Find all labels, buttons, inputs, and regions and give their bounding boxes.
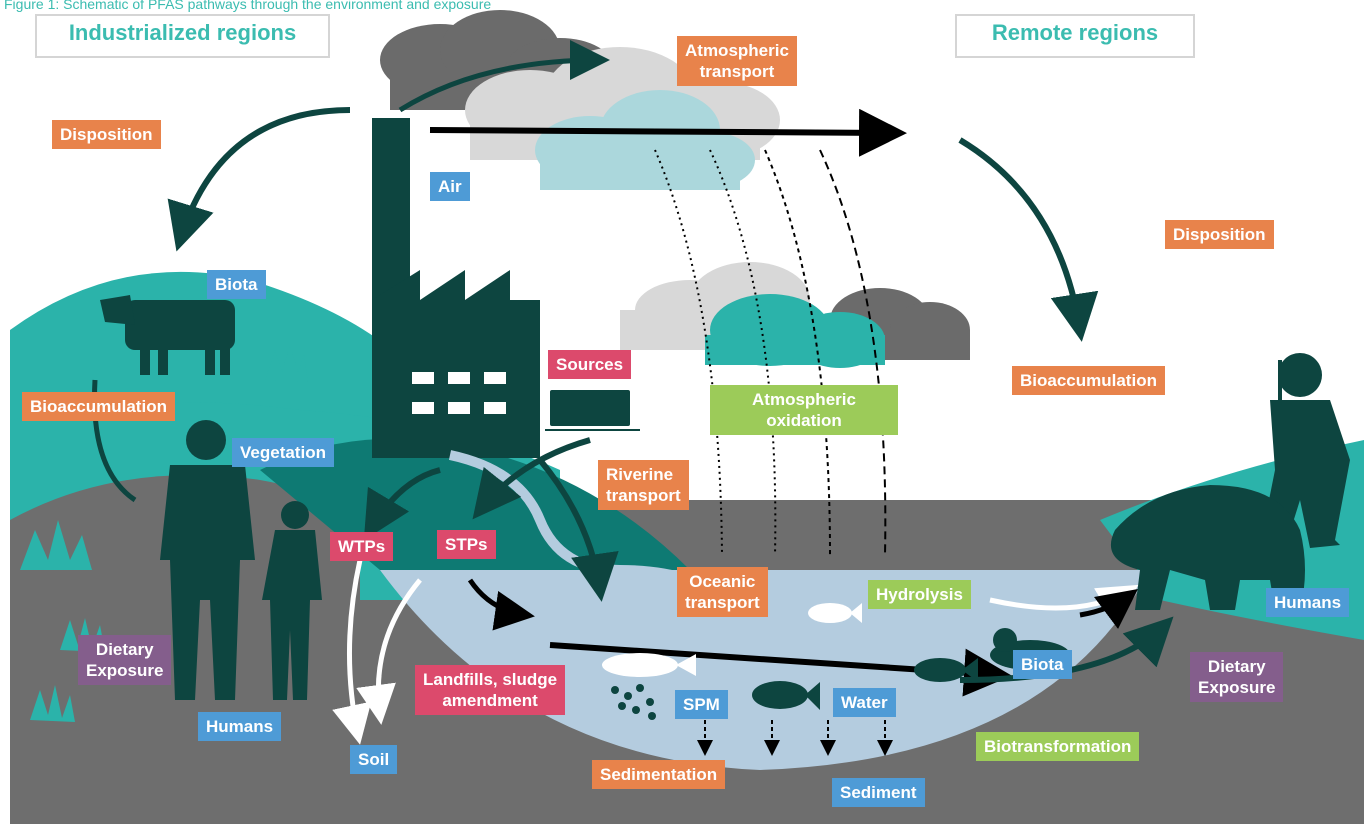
factory-windows [412, 372, 506, 414]
label-biotransformation: Biotransformation [976, 732, 1140, 761]
arrow-factory-to-wtps [363, 467, 441, 541]
fish-white-1 [808, 603, 862, 623]
child-silhouette [262, 501, 322, 700]
arrow-disposition-right [958, 137, 1099, 342]
label-stps: STPs [437, 530, 496, 559]
label-sedimentation: Sedimentation [592, 760, 726, 789]
label-wtps: WTPs [330, 532, 394, 561]
fish-dark-1 [752, 681, 820, 710]
spm-particles [611, 684, 656, 720]
label-disposition-left: Disposition [52, 120, 161, 149]
label-atmospheric-oxidation: Atmospheric oxidation [710, 385, 898, 435]
label-soil: Soil [350, 745, 398, 774]
label-bioaccumulation-left: Bioaccumulation [22, 392, 175, 421]
arrow-stps-to-water [467, 578, 535, 631]
water-body [380, 570, 1150, 770]
figure-caption: Figure 1: Schematic of PFAS pathways thr… [4, 0, 492, 12]
label-bioaccumulation-right: Bioaccumulation [1012, 366, 1165, 395]
arrow-atmospheric-long [429, 108, 907, 157]
label-dietary-exposure-left: Dietary Exposure [78, 635, 172, 685]
arrow-disposition-left [167, 107, 351, 252]
label-air: Air [430, 172, 470, 201]
region-industrialized: Industrialized regions [35, 14, 330, 58]
label-humans-right: Humans [1266, 588, 1350, 617]
fish-dark-2 [914, 658, 978, 682]
label-biota-land: Biota [207, 270, 266, 299]
cow-silhouette [100, 295, 235, 375]
label-spm: SPM [675, 690, 728, 719]
label-disposition-right: Disposition [1165, 220, 1274, 249]
fish-white-2 [602, 653, 696, 677]
label-hydrolysis: Hydrolysis [868, 580, 971, 609]
arrow-sources-to-stps [472, 437, 591, 520]
label-humans-left: Humans [198, 712, 282, 741]
label-atmospheric-transport: Atmospheric transport [677, 36, 797, 86]
bear-silhouette [1110, 485, 1305, 610]
label-riverine-transport: Riverine transport [598, 460, 689, 510]
region-remote: Remote regions [955, 14, 1195, 58]
arrow-biota-to-bear [1079, 589, 1139, 629]
arrow-biotransformation [959, 616, 1174, 683]
arrow-stack-to-cloud [398, 40, 610, 113]
label-biota-water: Biota [1013, 650, 1072, 679]
label-dietary-exposure-right: Dietary Exposure [1190, 652, 1284, 702]
label-water: Water [833, 688, 896, 717]
label-sources: Sources [548, 350, 632, 379]
arrow-riverine [537, 458, 619, 602]
arrow-soil-white-1 [332, 559, 372, 745]
label-landfills: Landfills, sludge amendment [415, 665, 566, 715]
label-oceanic-transport: Oceanic transport [677, 567, 768, 617]
label-sediment: Sediment [832, 778, 925, 807]
label-vegetation: Vegetation [232, 438, 334, 467]
deposition-lines [654, 149, 887, 556]
adult-silhouette [160, 420, 255, 700]
sedimentation-arrows [697, 720, 893, 756]
sources-icon [545, 390, 640, 431]
arrow-soil-white-2 [356, 578, 422, 725]
